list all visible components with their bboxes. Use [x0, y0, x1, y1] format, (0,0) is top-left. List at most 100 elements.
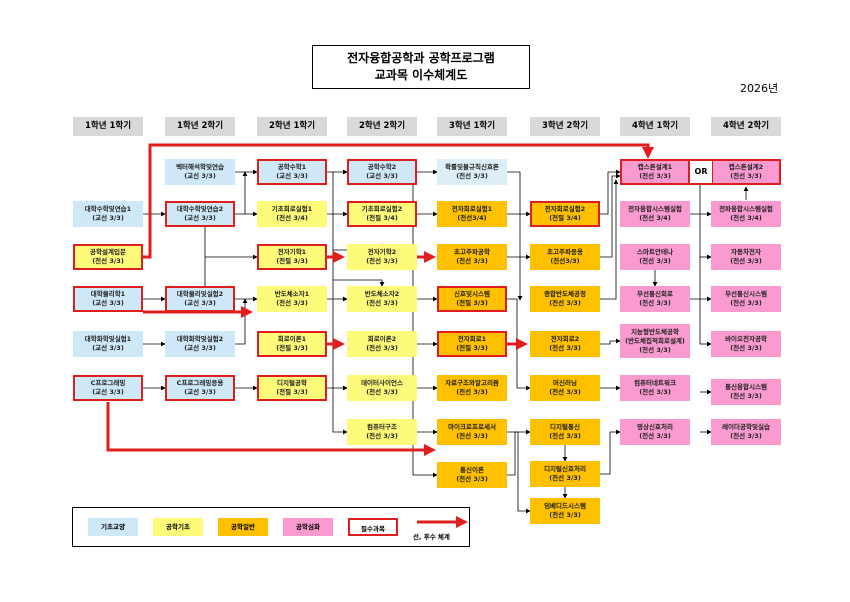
course-box: 스마트안테나(전선 3/3)	[620, 244, 690, 270]
course-name: 디지털공학	[277, 379, 307, 387]
course-box: 공학수학2(교선 3/3)	[347, 159, 417, 185]
course-name: 레이더공학및실습	[722, 423, 770, 431]
course-credit: (교선 3/3)	[366, 172, 398, 180]
course-credit: (전선 3/3)	[549, 432, 581, 440]
course-credit: (전선 3/3)	[456, 172, 488, 180]
course-credit: (교선 3/3)	[92, 299, 124, 307]
course-box: 대학물리및실험2(교선 3/3)	[165, 286, 235, 312]
course-box: 자동차전자(전선 3/3)	[711, 244, 781, 270]
course-name: 전자기학2	[367, 248, 397, 256]
course-box: 대학수학및연습2(교선 3/3)	[165, 201, 235, 227]
course-name: 지능형반도체공학	[631, 327, 679, 336]
year-label: 2026년	[740, 82, 779, 95]
title-line2: 교과목 이수체계도	[374, 68, 468, 82]
course-name: 스마트안테나	[637, 248, 673, 256]
course-credit: (전선3/3)	[550, 257, 580, 265]
course-box: 전자회로실험2(전필 3/4)	[530, 201, 600, 227]
course-box: 전자기학2(전선 3/3)	[347, 244, 417, 270]
course-box: 초고주파응용(전선3/3)	[530, 244, 600, 270]
course-credit: (전선 3/3)	[730, 299, 762, 307]
legend-eng-general: 공학일반	[218, 518, 268, 536]
course-credit: (전선 3/3)	[549, 299, 581, 307]
course-credit: (전선 3/3)	[639, 345, 671, 354]
legend-eng-basic: 공학기초	[153, 518, 203, 536]
course-box: 임베디드시스템(전선 3/3)	[530, 498, 600, 524]
course-box: 신호및시스템(전필 3/3)	[437, 286, 507, 312]
course-name: 통신융합시스템	[725, 383, 767, 391]
course-box: 전자회로2(전선 3/3)	[530, 331, 600, 357]
course-box: 디지털신호처리(전선 3/3)	[530, 461, 600, 487]
course-credit: (전선 3/3)	[366, 432, 398, 440]
course-name: 전자회로2	[550, 335, 580, 343]
course-name: 공학설계입문	[90, 248, 126, 256]
course-credit: (교선 3/3)	[184, 344, 216, 352]
course-name: 회로이론1	[277, 335, 307, 343]
course-credit: (전선 3/3)	[366, 388, 398, 396]
course-credit: (전선 3/3)	[549, 511, 581, 519]
course-name: 임베디드시스템	[544, 502, 586, 510]
course-credit: (전선 3/4)	[639, 214, 671, 222]
course-credit: (전선 3/3)	[366, 344, 398, 352]
legend-required: 필수과목	[348, 518, 398, 536]
course-box: 전자회로1(전필 3/3)	[437, 331, 507, 357]
course-credit: (전필 3/3)	[456, 299, 488, 307]
course-name: 반도체소자1	[274, 290, 310, 298]
course-box: 대학물리학1(교선 3/3)	[73, 286, 143, 312]
course-box: 기초회로실험1(전선 3/4)	[257, 201, 327, 227]
course-name: 전파융합시스템실험	[719, 205, 773, 213]
legend-basic: 기초교양	[88, 518, 138, 536]
course-credit: (전선 3/3)	[639, 299, 671, 307]
course-credit: (교선 3/3)	[184, 172, 216, 180]
course-box: 전자융합시스템실험(전선 3/4)	[620, 201, 690, 227]
semester-header: 4학년 1학기	[620, 117, 690, 136]
course-name: 공학수학2	[367, 163, 397, 171]
course-name: 대학수학및연습1	[84, 205, 132, 213]
course-credit: (전필 3/4)	[366, 214, 398, 222]
course-credit: (전선 3/3)	[730, 172, 762, 180]
course-name: 대학수학및연습2	[176, 205, 224, 213]
course-name: 디지털신호처리	[544, 465, 586, 473]
semester-header: 1학년 2학기	[165, 117, 235, 136]
course-credit: (전선 3/4)	[276, 214, 308, 222]
course-name: 대학화학및실험1	[84, 335, 132, 343]
semester-header: 4학년 2학기	[711, 117, 781, 136]
course-credit: (전선 3/3)	[456, 475, 488, 483]
course-box: 회로이론1(전필 3/3)	[257, 331, 327, 357]
course-name: 종합반도체공정	[544, 290, 586, 298]
course-name: 반도체소자2	[364, 290, 400, 298]
course-box: 지능형반도체공학(반도체집적회로설계)(전선 3/3)	[620, 324, 690, 358]
semester-header: 2학년 2학기	[347, 117, 417, 136]
course-box: 반도체소자2(전선 3/3)	[347, 286, 417, 312]
course-name: 대학물리및실험2	[176, 290, 224, 298]
course-credit: (전필 3/3)	[276, 257, 308, 265]
course-name: 통신이론	[460, 466, 484, 474]
semester-header: 3학년 2학기	[530, 117, 600, 136]
course-box: 통신이론(전선 3/3)	[437, 462, 507, 488]
course-name: 대학물리학1	[90, 290, 126, 298]
course-name: 마이크로프로세서	[448, 423, 496, 431]
course-credit: (교선 3/3)	[92, 214, 124, 222]
course-name: 무선통신시스템	[725, 290, 767, 298]
legend: 기초교양 공학기초 공학일반 공학심화 필수과목 선, 후수 체계	[72, 507, 470, 547]
title-line1: 전자융합공학과 공학프로그램	[347, 51, 495, 65]
course-box: 자료구조와알고리즘(전선 3/3)	[437, 375, 507, 401]
course-credit: (전선3/4)	[457, 214, 487, 222]
course-name: 신호및시스템	[454, 290, 490, 298]
course-credit: (교선 3/3)	[92, 344, 124, 352]
course-name: 전자회로실험2	[544, 205, 586, 213]
course-credit: (전선 3/3)	[92, 257, 124, 265]
legend-eng-advanced: 공학심화	[283, 518, 333, 536]
course-box: 데이터사이언스(전선 3/3)	[347, 375, 417, 401]
course-box: 초고주파공학(전선 3/3)	[437, 244, 507, 270]
course-credit: (교선 3/3)	[276, 172, 308, 180]
or-label: OR	[690, 159, 712, 185]
course-box: 레이더공학및실습(전선 3/3)	[711, 419, 781, 445]
course-name: C프로그래밍	[90, 379, 126, 387]
course-credit: (전선 3/3)	[549, 344, 581, 352]
course-box: 전파융합시스템실험(전선 3/4)	[711, 201, 781, 227]
course-name: 데이터사이언스	[361, 379, 403, 387]
course-box: 반도체소자1(전선 3/3)	[257, 286, 327, 312]
legend-arrow-label: 선, 후수 체계	[413, 533, 450, 541]
